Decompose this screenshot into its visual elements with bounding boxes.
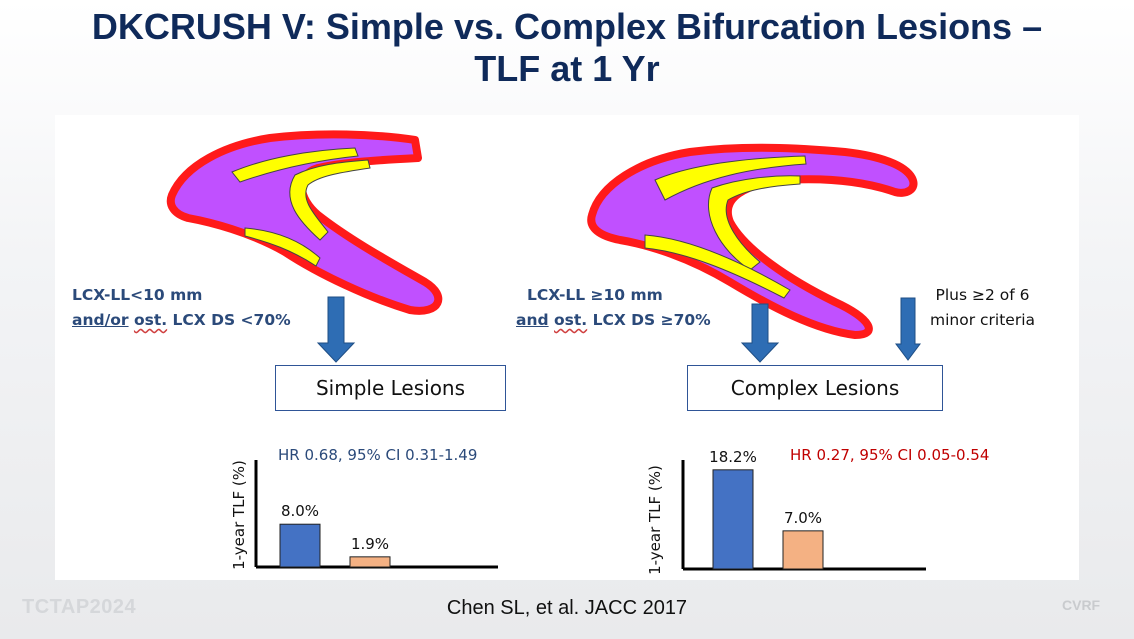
right-hazard-ratio: HR 0.27, 95% CI 0.05-0.54 xyxy=(790,446,990,464)
title-line-1: DKCRUSH V: Simple vs. Complex Bifurcatio… xyxy=(91,6,1043,47)
left-criteria: LCX-LL<10 mm and/or ost. LCX DS <70% xyxy=(72,283,291,333)
right-plaque-low xyxy=(644,234,791,299)
slide-title: DKCRUSH V: Simple vs. Complex Bifurcatio… xyxy=(0,6,1134,90)
left-criteria-line-2: and/or ost. LCX DS <70% xyxy=(72,308,291,333)
right-down-arrow-2 xyxy=(895,297,921,361)
right-criteria-and: and xyxy=(516,311,549,329)
minor-criteria-text: Plus ≥2 of 6 minor criteria xyxy=(930,283,1035,333)
minor-criteria-line-1: Plus ≥2 of 6 xyxy=(935,286,1030,304)
right-vessel-illustration xyxy=(587,143,921,363)
right-plaque-top xyxy=(654,155,807,201)
right-criteria-line-2: and ost. LCX DS ≥70% xyxy=(516,308,711,333)
chart-2-bar-1 xyxy=(712,469,754,570)
right-criteria-rest: LCX DS ≥70% xyxy=(587,311,711,329)
left-down-arrow xyxy=(316,296,356,363)
chart-2-bar-1-label: 18.2% xyxy=(709,448,757,466)
chart-1-bar-2 xyxy=(349,556,391,568)
right-criteria-line-1: LCX-LL ≥10 mm xyxy=(527,286,663,304)
chart-1-y-label: 1-year TLF (%) xyxy=(230,460,248,570)
cvrf-logo: CVRF xyxy=(1062,597,1101,613)
left-criteria-ost: ost. xyxy=(133,311,168,329)
minor-criteria-line-2: minor criteria xyxy=(930,311,1036,329)
title-line-2: TLF at 1 Yr xyxy=(474,48,660,89)
chart-1-bar-1 xyxy=(279,523,321,568)
right-criteria: LCX-LL ≥10 mm and ost. LCX DS ≥70% xyxy=(516,283,711,333)
left-vessel-illustration xyxy=(166,130,443,363)
tctap-logo: TCTAP2024 xyxy=(22,596,137,618)
left-criteria-rest: LCX DS <70% xyxy=(167,311,291,329)
left-plaque-top xyxy=(231,147,359,183)
left-criteria-and: and/or xyxy=(72,311,129,329)
left-plaque-low xyxy=(244,227,321,267)
simple-lesions-box: Simple Lesions xyxy=(275,365,506,411)
left-plaque-mid xyxy=(289,159,371,241)
citation: Chen SL, et al. JACC 2017 xyxy=(446,597,688,619)
left-hazard-ratio: HR 0.68, 95% CI 0.31-1.49 xyxy=(278,446,478,464)
right-criteria-ost: ost. xyxy=(554,311,588,329)
chart-1-bar-1-label: 8.0% xyxy=(281,502,319,520)
left-criteria-line-1: LCX-LL<10 mm xyxy=(72,286,203,304)
right-down-arrow-1 xyxy=(740,303,780,363)
chart-1-bar-2-label: 1.9% xyxy=(351,535,389,553)
complex-lesions-box: Complex Lesions xyxy=(687,365,943,411)
chart-2-y-label: 1-year TLF (%) xyxy=(646,465,664,575)
chart-2-bar-2 xyxy=(782,530,824,570)
chart-2-bar-2-label: 7.0% xyxy=(784,509,822,527)
right-plaque-mid xyxy=(707,175,801,271)
